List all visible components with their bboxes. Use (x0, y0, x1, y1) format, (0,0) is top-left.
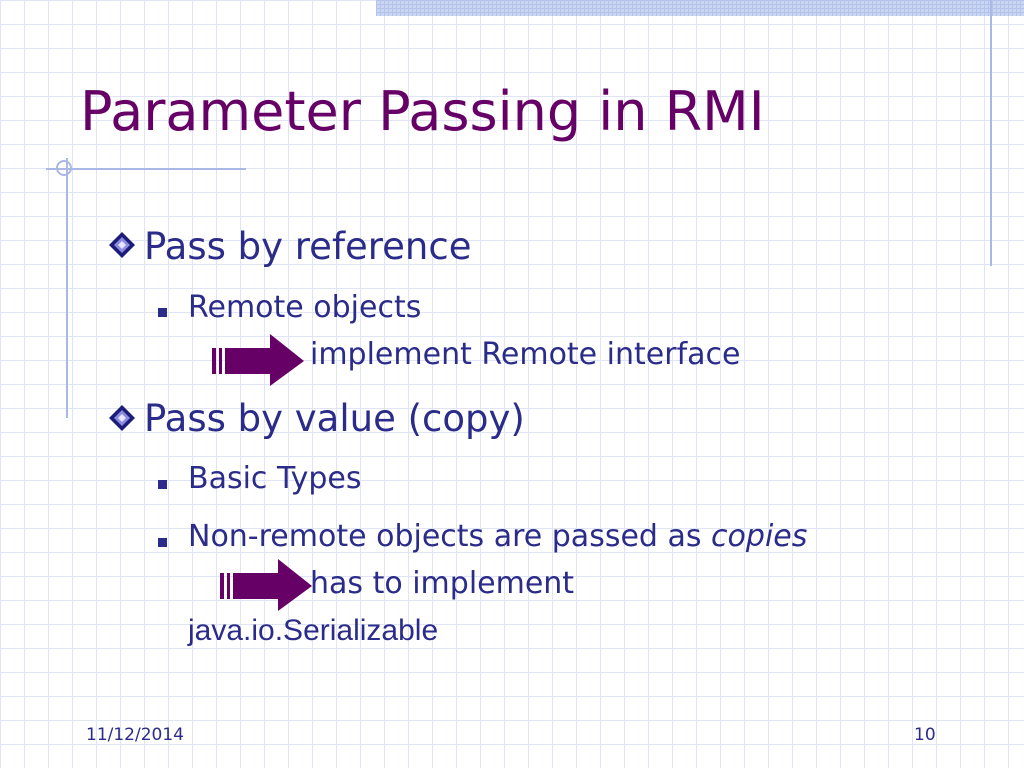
right-arrow-icon (220, 559, 312, 611)
copies-emphasis: copies (711, 519, 808, 554)
sub-bullet-remote-objects: Remote objects (188, 290, 422, 325)
right-arrow-icon (212, 334, 304, 386)
diamond-bullet-icon (109, 405, 135, 431)
non-remote-objects-text: Non-remote objects are passed as (188, 519, 712, 554)
square-bullet-icon (158, 308, 167, 317)
serializable-line: java.io.Serializable (188, 614, 439, 647)
has-to-implement-line: has to implement (310, 566, 575, 601)
title-underline (46, 168, 246, 170)
left-decorative-line (66, 158, 68, 418)
remote-interface-line: implement Remote interface (310, 337, 741, 372)
bullet-pass-by-reference: Pass by reference (144, 225, 472, 268)
sub-bullet-basic-types: Basic Types (188, 461, 362, 496)
square-bullet-icon (158, 480, 167, 489)
top-decorative-band (376, 0, 1024, 16)
diamond-bullet-icon (109, 232, 135, 258)
circle-ornament-icon (56, 160, 72, 176)
bullet-pass-by-value: Pass by value (copy) (144, 397, 525, 440)
footer-page-number: 10 (914, 725, 936, 745)
slide-title: Parameter Passing in RMI (80, 80, 765, 143)
footer-date: 11/12/2014 (86, 725, 184, 745)
right-decorative-line (990, 0, 992, 266)
sub-bullet-non-remote-objects: Non-remote objects are passed as copies (188, 519, 807, 554)
square-bullet-icon (158, 538, 167, 547)
